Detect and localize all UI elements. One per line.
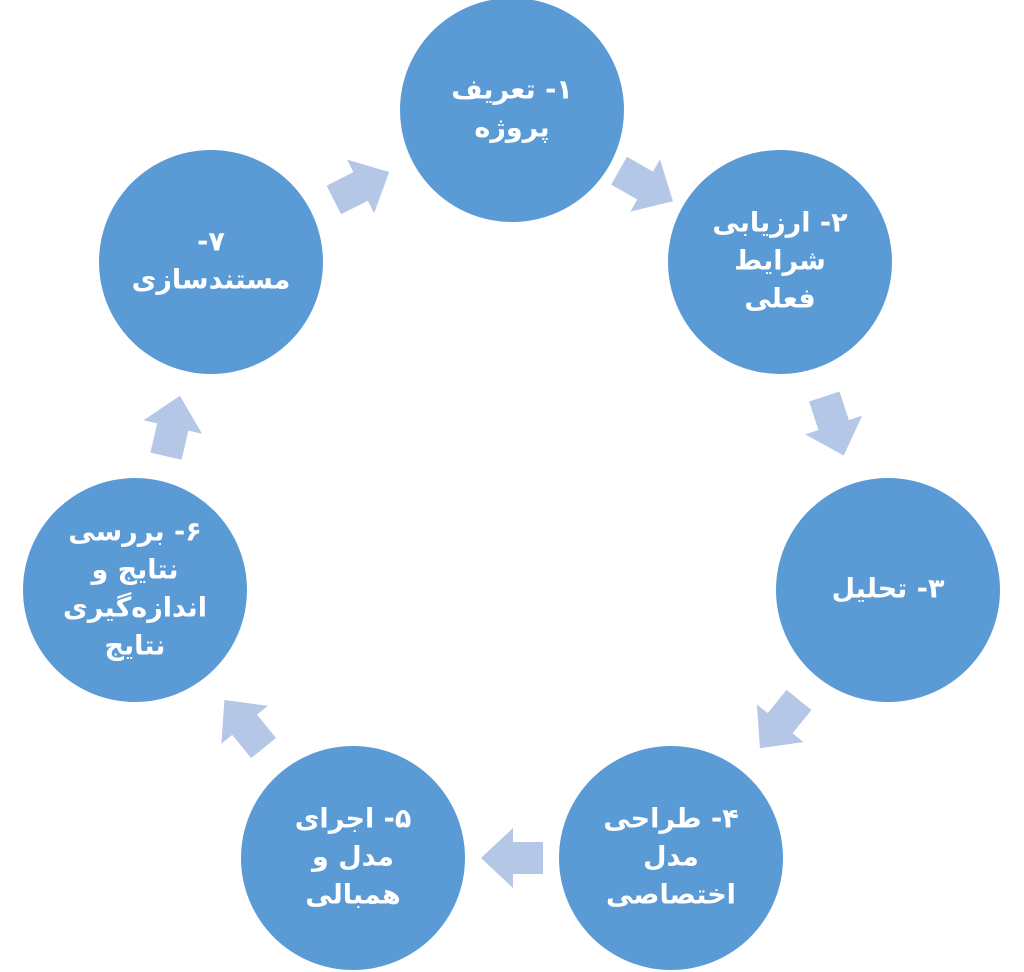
cycle-node-circle	[99, 150, 323, 374]
cycle-arrow-7-to-1	[326, 159, 390, 215]
cycle-nodes: ۱- تعریف پروژه ۲- ارزیابی شرایط فعلی ۳- تحلیل…	[23, 0, 1000, 970]
cycle-arrow-6-to-7	[143, 395, 202, 460]
cycle-node-label-line: ۶- بررسی	[68, 517, 201, 548]
cycle-node-label-line: ۷-	[197, 227, 225, 258]
cycle-node-circle	[400, 0, 624, 222]
cycle-node-label-line: ۳- تحلیل	[832, 574, 945, 605]
cycle-node-label-line: شرایط	[734, 246, 826, 277]
cycle-node-3: ۳- تحلیل	[776, 478, 1000, 702]
cycle-node-circle	[776, 478, 1000, 702]
cycle-node-label-line: ۱- تعریف	[451, 75, 573, 106]
cycle-node-label-line: نتایج و	[89, 555, 178, 586]
cycle-node-7: ۷- مستندسازی	[99, 150, 323, 374]
cycle-arrow-5-to-6	[221, 699, 276, 759]
cycle-node-label-line: ۴- طراحی	[603, 804, 738, 835]
cycle-node-label-line: اندازه‌گیری	[63, 592, 207, 624]
cycle-node-circle	[241, 746, 465, 970]
cycle-arrow-2-to-3	[805, 391, 863, 456]
cycle-node-label-line: مدل و	[310, 842, 394, 873]
cycle-node-6: ۶- بررسی نتایج و اندازه‌گیری نتایج	[23, 478, 247, 702]
cycle-node-label-line: مدل	[643, 842, 699, 873]
cycle-node-label-line: همبالی	[305, 880, 400, 911]
cycle-node-2: ۲- ارزیابی شرایط فعلی	[668, 150, 892, 374]
cycle-node-4: ۴- طراحی مدل اختصاصی	[559, 746, 783, 970]
cycle-node-circle	[668, 150, 892, 374]
cycle-node-circle	[559, 746, 783, 970]
cycle-node-label-line: فعلی	[744, 284, 815, 315]
cycle-node-circle	[23, 478, 247, 702]
cycle-arrow-4-to-5	[481, 828, 543, 888]
cycle-node-label-line: ۲- ارزیابی	[712, 208, 848, 239]
cycle-arrow-1-to-2	[611, 156, 673, 212]
cycle-node-label-line: ۵- اجرای	[295, 804, 412, 835]
cycle-node-label-line: نتایج	[105, 631, 166, 662]
cycle-node-1: ۱- تعریف پروژه	[400, 0, 624, 222]
cycle-node-label-line: مستندسازی	[132, 265, 291, 296]
cycle-arrows	[143, 156, 863, 888]
cycle-node-label-line: اختصاصی	[606, 880, 736, 911]
cycle-node-5: ۵- اجرای مدل و همبالی	[241, 746, 465, 970]
cycle-node-label-line: پروژه	[474, 113, 549, 144]
cycle-arrow-3-to-4	[756, 689, 812, 749]
